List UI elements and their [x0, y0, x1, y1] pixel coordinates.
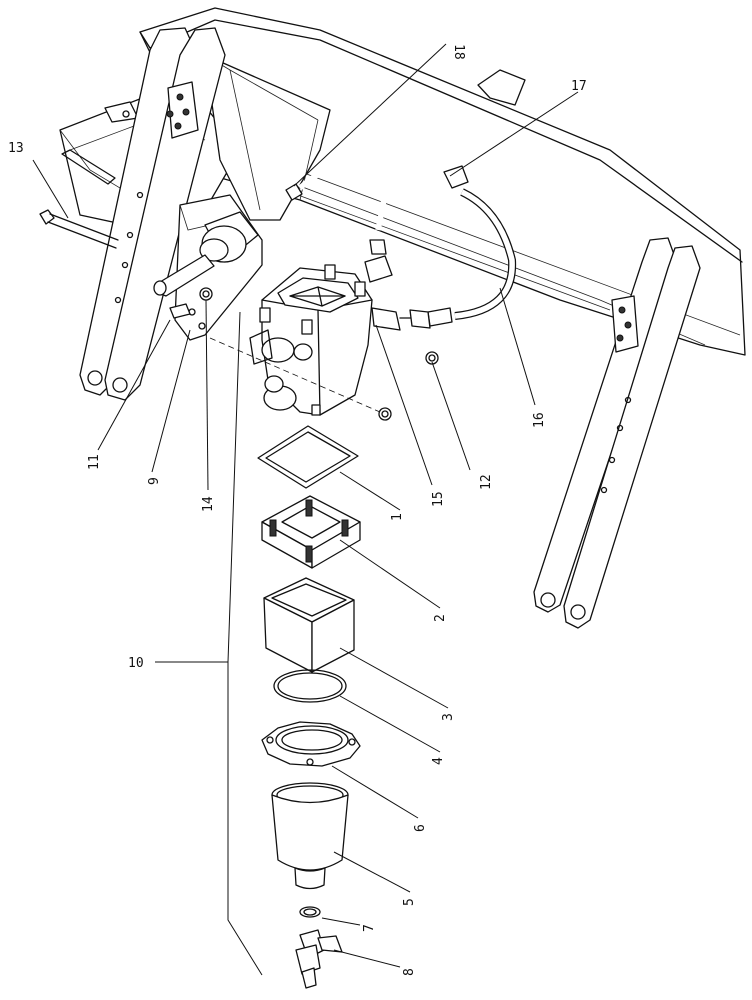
filter-head	[249, 264, 413, 416]
hose-assembly	[285, 163, 517, 421]
mounting-bracket	[153, 194, 263, 341]
collar-part-6	[261, 721, 361, 767]
callout-1: 1	[390, 513, 405, 521]
bowl-part-5	[271, 782, 349, 890]
callout-14: 14	[201, 496, 216, 512]
callout-15: 15	[431, 491, 446, 507]
callout-2: 2	[433, 614, 448, 622]
left-hinge-arm	[79, 27, 226, 401]
callout-13: 13	[8, 141, 24, 156]
callout-3: 3	[441, 713, 456, 721]
bolt-13	[39, 149, 119, 249]
callout-8: 8	[402, 968, 417, 976]
callout-7: 7	[362, 924, 377, 932]
callout-labels: 1 2 3 4 5 6 7 8 9 10 11 12 13 14 15 16 1…	[8, 44, 587, 976]
callout-18: 18	[451, 44, 466, 60]
callout-11: 11	[87, 454, 102, 470]
drain-valve-part-8	[295, 929, 343, 989]
callout-9: 9	[147, 477, 162, 485]
callout-5: 5	[402, 898, 417, 906]
callout-12: 12	[479, 474, 494, 490]
spring-cage-part-2	[261, 495, 361, 569]
callout-10: 10	[128, 656, 144, 671]
leader-lines	[32, 43, 579, 976]
o-ring-part-4	[273, 669, 347, 703]
callout-4: 4	[431, 757, 446, 765]
gasket-part-1	[257, 425, 359, 489]
washer-part-7	[299, 906, 321, 918]
callout-6: 6	[413, 824, 428, 832]
right-hinge-arm	[533, 237, 701, 629]
callout-16: 16	[532, 412, 547, 428]
filter-element-part-3	[263, 577, 355, 673]
callout-17: 17	[571, 79, 587, 94]
